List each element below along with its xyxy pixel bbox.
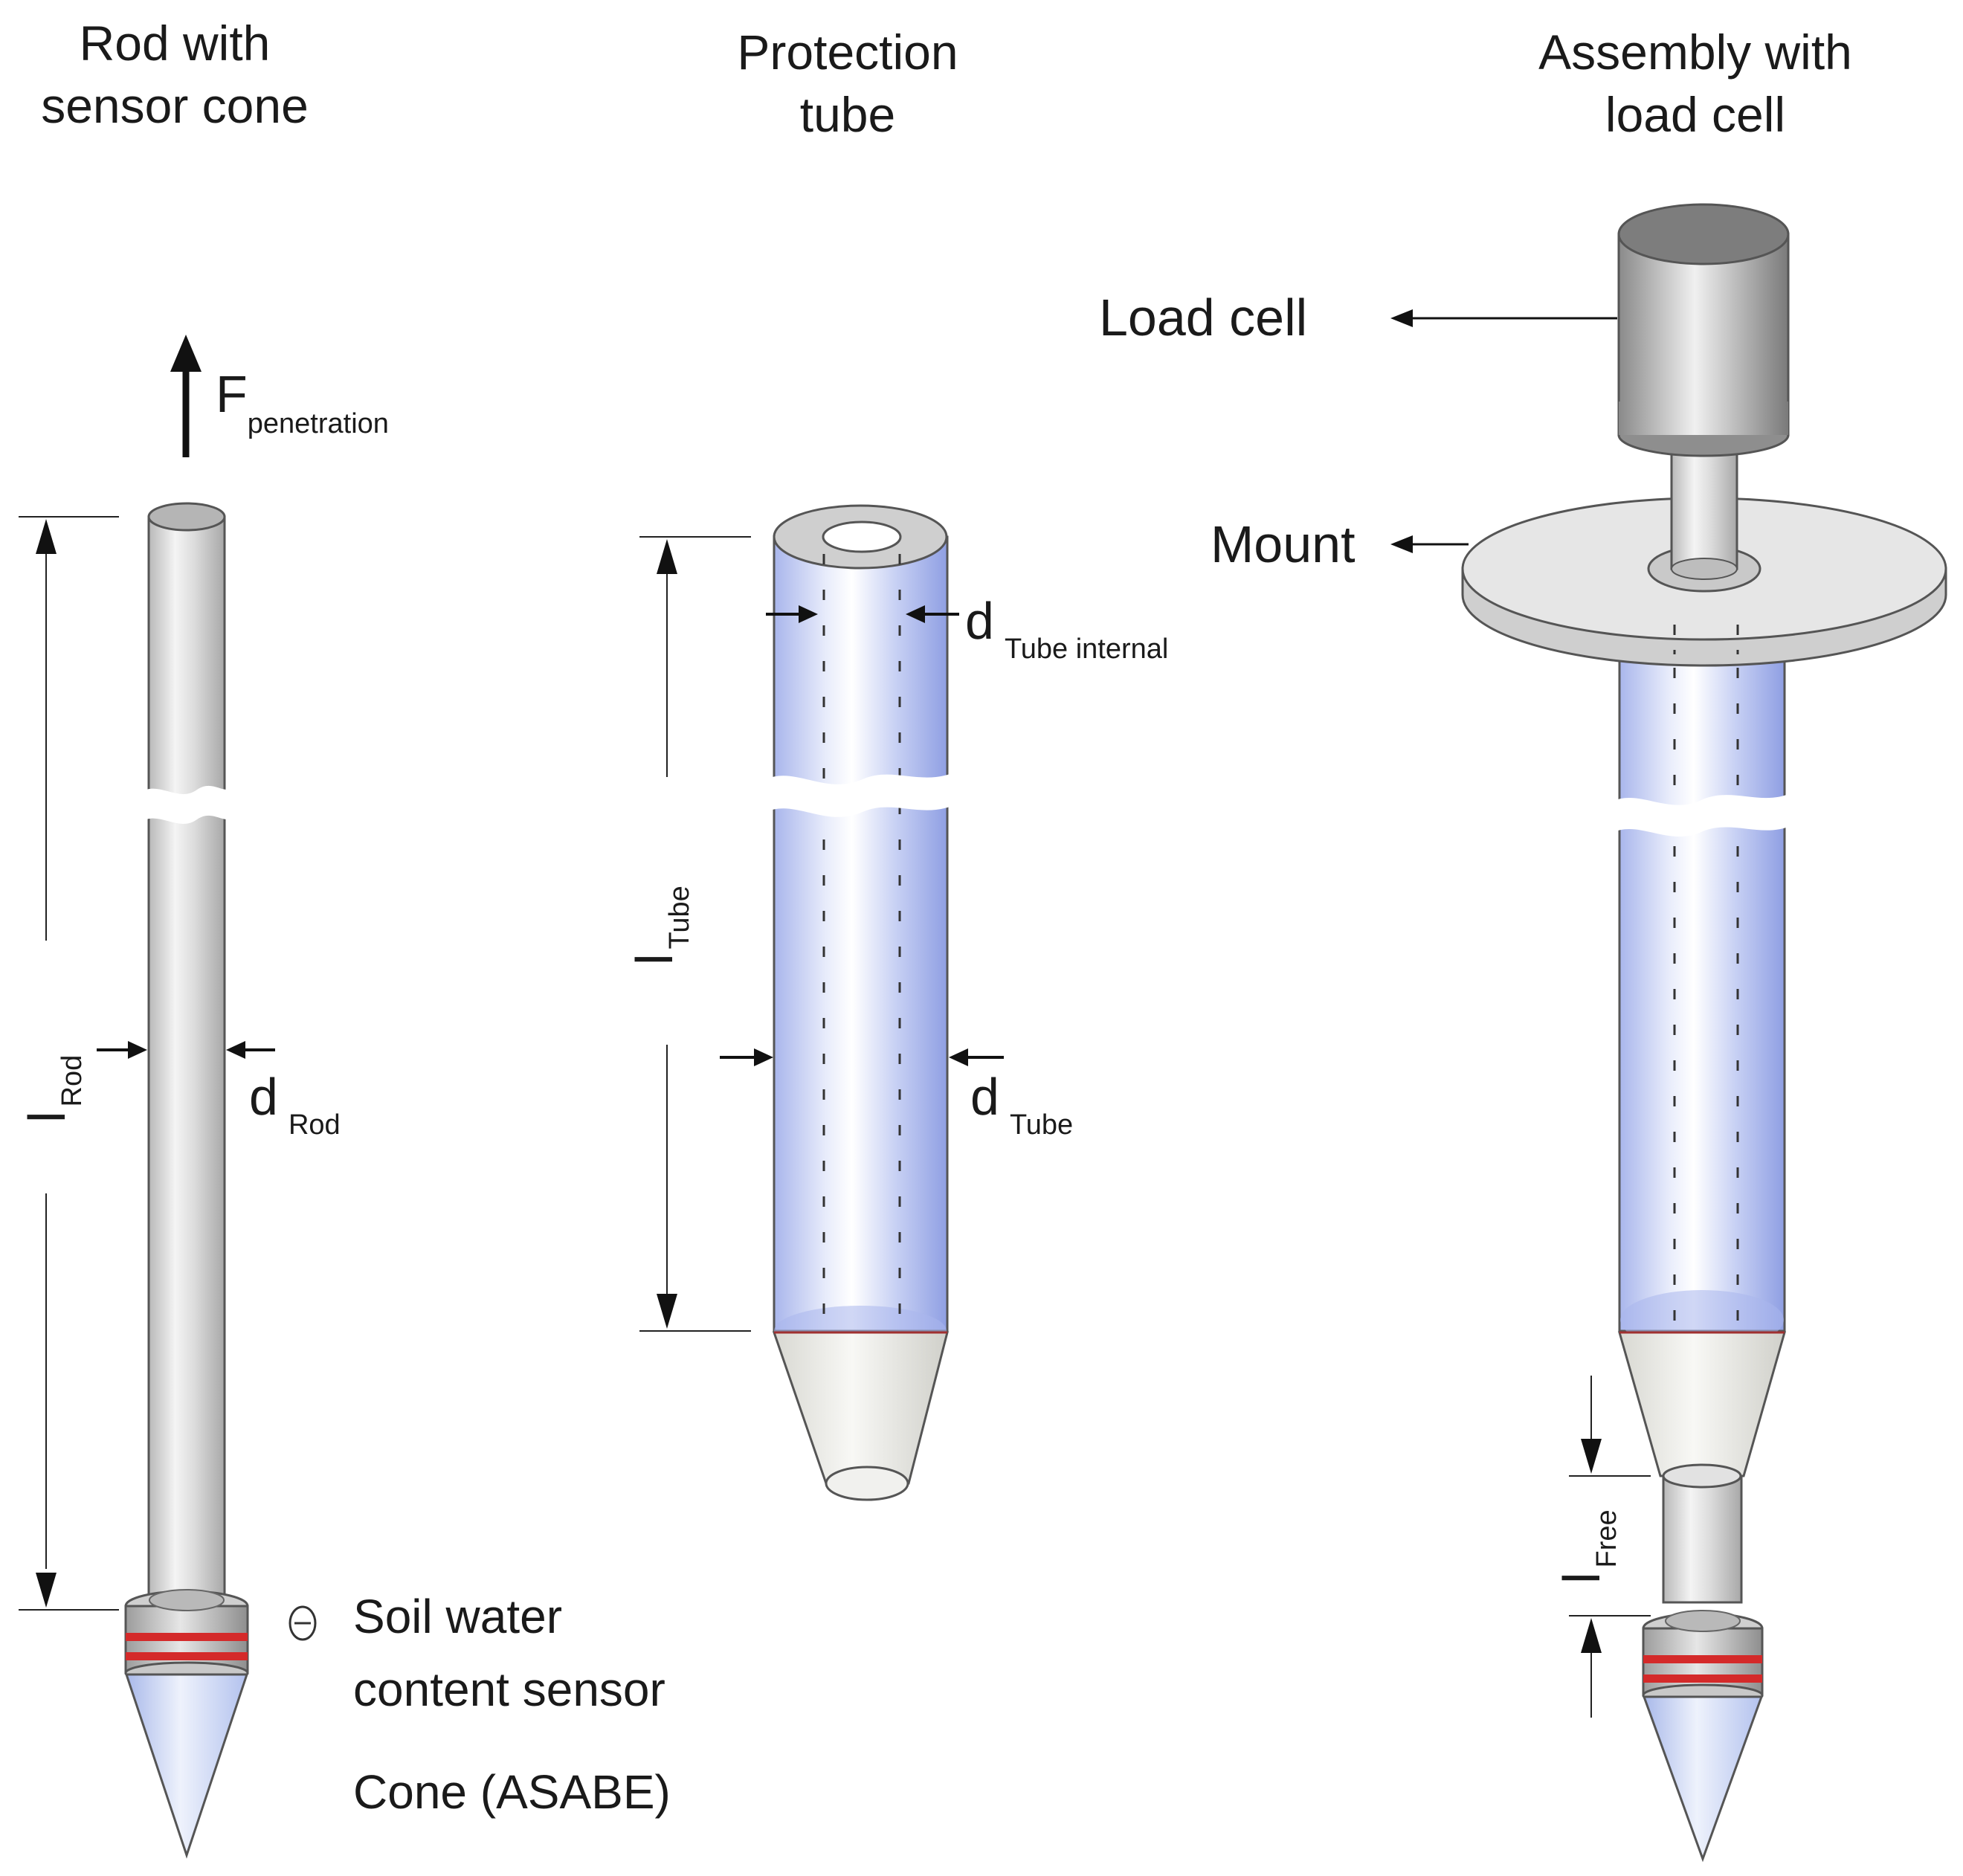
assembly-title-line2: load cell <box>1605 87 1786 142</box>
assembly-taper <box>1618 1331 1786 1477</box>
tube-bore <box>822 520 902 553</box>
mount-label: Mount <box>1211 515 1356 573</box>
load-cell-assembly <box>1390 203 1947 1863</box>
l-free-label: l Free <box>1553 1509 1622 1584</box>
tube-body <box>773 535 949 1332</box>
l-rod-arrow-down <box>36 1573 57 1608</box>
assembly-cone <box>1642 1695 1764 1863</box>
rod-sensor <box>124 1589 249 1685</box>
assembly-free-rod <box>1662 1474 1743 1604</box>
rod-assembly <box>19 335 317 1859</box>
tube-taper-bottom <box>825 1466 909 1501</box>
l-rod-label: l Rod <box>18 1055 88 1123</box>
d-rod-symbol: d <box>249 1068 278 1126</box>
l-tube-arrow-down <box>657 1294 677 1329</box>
assembly-tube-body <box>1618 653 1786 1332</box>
tube-break <box>766 772 955 817</box>
tube-taper <box>772 1331 949 1485</box>
rod-body <box>147 515 226 1604</box>
tube-title: Protection tube <box>684 21 1011 146</box>
load-cell-label: Load cell <box>1099 289 1308 346</box>
rod-title-line2: sensor cone <box>41 78 309 133</box>
l-free-arrow-up <box>1581 1618 1602 1653</box>
rod-break <box>141 785 232 824</box>
tube-title-line2: tube <box>799 87 896 142</box>
l-rod-subscript: Rod <box>57 1054 88 1107</box>
d-tube-arrows <box>720 1048 1004 1066</box>
l-rod-arrow-up <box>36 519 57 554</box>
l-rod-dimension <box>19 516 119 1611</box>
l-free-arrow-down <box>1581 1439 1602 1474</box>
l-free-dimension <box>1569 1376 1651 1718</box>
mount-pointer <box>1390 535 1469 553</box>
l-tube-label: l Tube <box>625 886 695 965</box>
d-tube-internal-subscript: Tube internal <box>1004 634 1169 665</box>
d-tube-internal-symbol: d <box>965 592 994 650</box>
load-cell-pointer <box>1390 309 1617 327</box>
assembly-title: Assembly with load cell <box>1487 21 1904 146</box>
l-free-subscript: Free <box>1591 1509 1622 1568</box>
soil-sensor-label-line2: content sensor <box>353 1663 665 1716</box>
rod-title: Rod with sensor cone <box>15 12 335 137</box>
force-subscript: penetration <box>247 408 389 439</box>
l-tube-subscript: Tube <box>664 886 695 950</box>
l-tube-symbol: l <box>625 953 683 965</box>
assembly-break <box>1612 793 1792 837</box>
theta-symbol-graphic <box>289 1605 317 1641</box>
load-cell-cylinder <box>1617 203 1790 457</box>
d-tube-symbol: d <box>970 1068 999 1126</box>
force-label: Fpenetration <box>216 365 389 438</box>
rod-cone <box>124 1673 249 1859</box>
load-cell-shaft <box>1670 437 1738 570</box>
cone-label: Cone (ASABE) <box>353 1765 671 1819</box>
force-symbol: F <box>216 365 248 423</box>
l-free-symbol: l <box>1553 1572 1611 1584</box>
l-tube-dimension <box>639 536 751 1332</box>
assembly-title-line1: Assembly with <box>1538 25 1852 80</box>
l-rod-symbol: l <box>18 1111 76 1123</box>
tube-assembly <box>639 504 1004 1501</box>
d-tube-internal-arrows <box>766 605 959 623</box>
soil-sensor-label-line1: Soil water <box>353 1590 562 1643</box>
assembly-sensor <box>1642 1610 1764 1707</box>
d-rod-arrows <box>97 1041 275 1059</box>
d-tube-subscript: Tube <box>1009 1109 1074 1141</box>
d-rod-subscript: Rod <box>288 1109 341 1141</box>
force-arrow <box>170 335 202 457</box>
rod-title-line1: Rod with <box>79 16 271 71</box>
rod-top <box>147 502 226 532</box>
l-tube-arrow-up <box>657 539 677 574</box>
tube-title-line1: Protection <box>737 25 958 80</box>
